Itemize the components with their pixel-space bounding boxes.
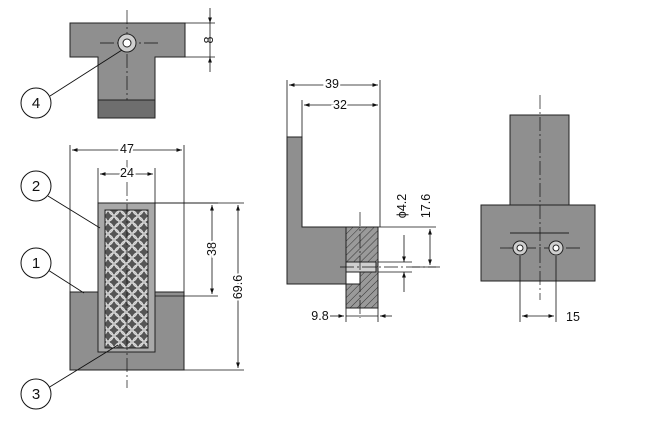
- callout-3: 3: [20, 344, 119, 410]
- dim-front-height-total: 69.6: [231, 275, 245, 299]
- callout-2-label: 2: [32, 178, 40, 195]
- front-view: 47 24 38 69.6: [69, 140, 247, 388]
- side-view: 39 32 ϕ4.2 17.6 9.8: [286, 75, 440, 323]
- dim-front-width-total: 47: [120, 142, 134, 156]
- dim-side-width-total: 39: [325, 77, 339, 91]
- top-view-screw-inner: [122, 38, 132, 48]
- callout-4: 4: [20, 49, 123, 119]
- front-view-lattice-insert: [104, 209, 149, 349]
- dim-front-width-insert: 24: [120, 166, 134, 180]
- back-view-handle: [509, 114, 570, 208]
- back-view-base: [480, 204, 596, 282]
- dim-side-hole-diameter: ϕ4.2: [395, 194, 409, 218]
- dim-side-width-inner: 32: [333, 98, 347, 112]
- callout-4-label: 4: [32, 95, 40, 112]
- callout-1: 1: [20, 247, 85, 294]
- back-view: 15: [480, 95, 596, 324]
- top-view: 8: [69, 8, 216, 119]
- dim-back-hole-spacing: 15: [566, 310, 580, 324]
- side-view-body: [286, 136, 347, 285]
- top-view-lower-band: [97, 99, 156, 119]
- callout-1-label: 1: [32, 255, 40, 272]
- dim-top-height: 8: [202, 36, 216, 43]
- dim-side-offset: 9.8: [311, 309, 328, 323]
- dim-front-height-insert: 38: [205, 242, 219, 256]
- callout-2: 2: [20, 170, 101, 229]
- callout-3-label: 3: [32, 386, 40, 403]
- dim-side-hole-height: 17.6: [419, 194, 433, 218]
